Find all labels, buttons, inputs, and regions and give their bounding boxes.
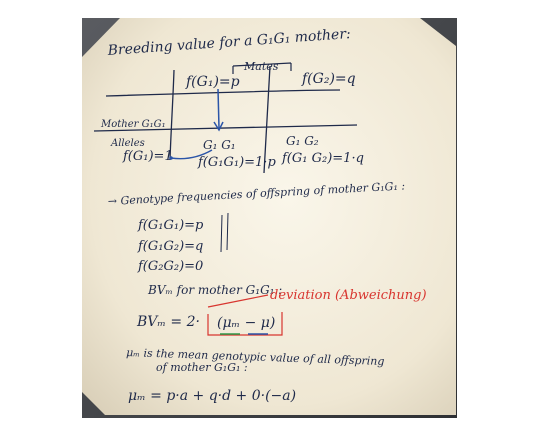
col2-header: f(G₂)=q xyxy=(301,71,356,87)
mates-bracket xyxy=(232,62,292,74)
cell1-genotype: G₁ G₁ xyxy=(203,138,236,152)
freq-vbar-1 xyxy=(220,214,223,253)
mu-formula: μₘ = p·a + q·d + 0·(−a) xyxy=(128,388,296,404)
deviation-note: deviation (Abweichung) xyxy=(270,288,427,303)
bv-formula-left: BVₘ = 2· xyxy=(136,314,200,330)
board-surface xyxy=(82,18,456,415)
table-vline-1 xyxy=(169,69,175,161)
cell2-value: f(G₁ G₂)=1·q xyxy=(281,151,364,166)
table-top-line xyxy=(105,89,341,97)
freq-line-g1g2: f(G₁G₂)=q xyxy=(137,239,203,254)
table-vline-2 xyxy=(263,65,271,174)
arrow-allele-dot xyxy=(169,156,173,160)
mates-header: Mates xyxy=(243,60,279,73)
row-label-mother: Mother G₁G₁ xyxy=(100,119,166,130)
mu-definition-line2: of mother G₁G₁ : xyxy=(156,361,248,374)
freq-vbar-2 xyxy=(226,212,229,251)
table-mid-line xyxy=(93,124,358,132)
freq-line-g1g1: f(G₁G₁)=p xyxy=(137,218,204,233)
arrowhead-cell1 xyxy=(213,121,224,132)
freq-line-g2g2: f(G₂G₂)=0 xyxy=(137,259,203,274)
col1-header: f(G₁)=p xyxy=(185,74,240,90)
arrow-allele-curve xyxy=(170,149,213,160)
alleles-value: f(G₁)=1 xyxy=(122,149,173,164)
cell2-genotype: G₁ G₂ xyxy=(286,134,319,148)
cell1-value: f(G₁G₁)=1·p xyxy=(197,155,276,170)
bv-red-bracket xyxy=(207,312,283,336)
deviation-pointer xyxy=(207,294,269,308)
bv-heading: BVₘ for mother G₁G₁ : xyxy=(147,283,282,297)
alleles-label: Alleles xyxy=(110,138,145,149)
arrow-to-cell1 xyxy=(217,88,220,129)
bv-formula-inner: (μₘ − μ) xyxy=(217,315,275,331)
